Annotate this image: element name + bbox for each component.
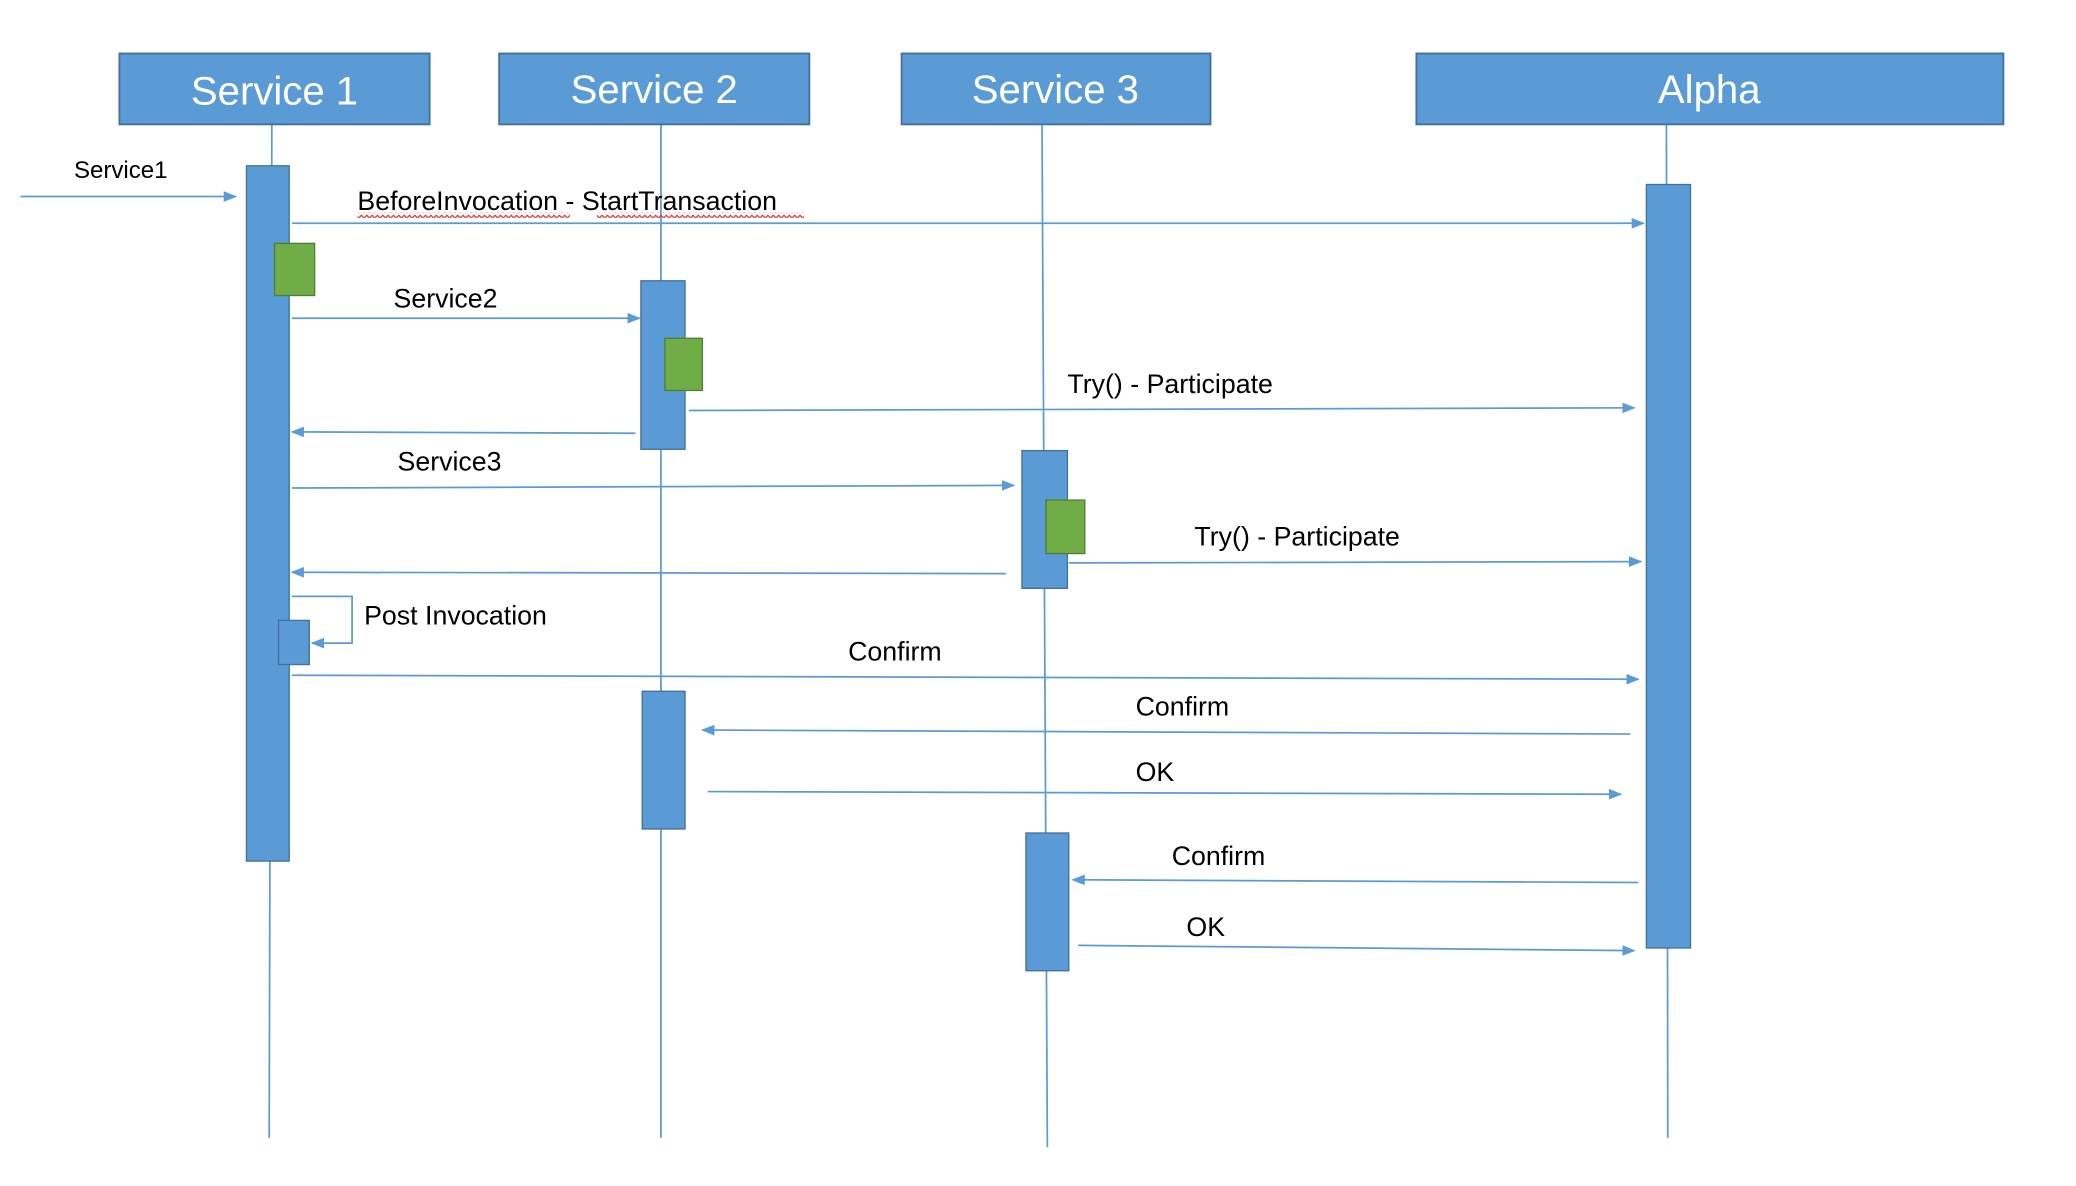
- message-service2-participate: Try() - Participate: [689, 369, 1636, 414]
- message-label: Confirm: [1136, 691, 1230, 721]
- interceptor-box-service-3: [1045, 499, 1086, 555]
- message-arrow: [1078, 944, 1636, 956]
- message-arrow: [689, 402, 1636, 414]
- lifeline-service-3: [1041, 124, 1049, 1148]
- message-label: Try() - Participate: [1194, 522, 1399, 552]
- participant-box: [118, 52, 431, 126]
- self-call-arrow: [291, 595, 353, 649]
- message-start-transaction: BeforeInvocation - StartTransaction: [291, 186, 1646, 229]
- message-label: Confirm: [848, 637, 942, 667]
- interceptor-box-service-1: [273, 242, 316, 297]
- message-label: OK: [1186, 912, 1225, 942]
- message-service2-return: [290, 426, 636, 438]
- message-service3-return: [290, 566, 1006, 578]
- participant-name: Alpha: [1658, 68, 1761, 112]
- message-arrow: [291, 673, 1640, 685]
- participant-alpha: Alpha: [1415, 52, 2005, 126]
- activation-service-2-confirm: [641, 690, 686, 830]
- message-service3-participate: Try() - Participate: [1068, 522, 1643, 567]
- spellcheck-underline: [596, 212, 805, 218]
- message-label: OK: [1136, 757, 1175, 787]
- message-confirm-service-3: Confirm: [1071, 841, 1639, 886]
- message-service2-call: Service2: [291, 284, 641, 324]
- message-label: Try() - Participate: [1067, 369, 1272, 399]
- participant-box: [900, 52, 1212, 126]
- message-post-invocation: Post Invocation: [291, 595, 547, 649]
- message-label: Service2: [394, 284, 498, 314]
- participant-name: Service 3: [972, 68, 1139, 112]
- activation-post-invocation: [277, 619, 310, 666]
- participant-service-2: Service 2: [498, 52, 811, 126]
- message-ok-service-3: OK: [1078, 912, 1636, 956]
- message-label: Service3: [398, 447, 502, 477]
- message-arrow: [701, 724, 1631, 736]
- activation-service-3-confirm: [1025, 832, 1070, 972]
- activation-alpha: [1645, 183, 1692, 949]
- participant-box: [1415, 52, 2005, 126]
- participant-name: Service 1: [191, 69, 358, 113]
- spellcheck-underline: [357, 212, 571, 218]
- message-service1-call: Service1: [20, 157, 238, 202]
- message-label: Post Invocation: [364, 600, 547, 630]
- message-label: BeforeInvocation - StartTransaction: [357, 186, 777, 216]
- message-service3-call: Service3: [291, 447, 1016, 491]
- message-label: Confirm: [1172, 841, 1266, 871]
- message-label: Service1: [74, 157, 168, 184]
- message-arrow: [1068, 556, 1643, 567]
- participant-name: Service 2: [571, 68, 738, 112]
- message-confirm-to-alpha: Confirm: [291, 637, 1640, 685]
- message-confirm-service-2: Confirm: [701, 691, 1631, 736]
- participant-box: [498, 52, 811, 126]
- message-arrow: [291, 480, 1016, 491]
- participant-service-3: Service 3: [900, 52, 1212, 126]
- interceptor-box-service-2: [664, 337, 704, 392]
- participant-service-1: Service 1: [118, 52, 431, 126]
- message-arrow: [707, 788, 1623, 800]
- message-arrow: [1071, 874, 1639, 886]
- message-ok-service-2: OK: [707, 757, 1623, 800]
